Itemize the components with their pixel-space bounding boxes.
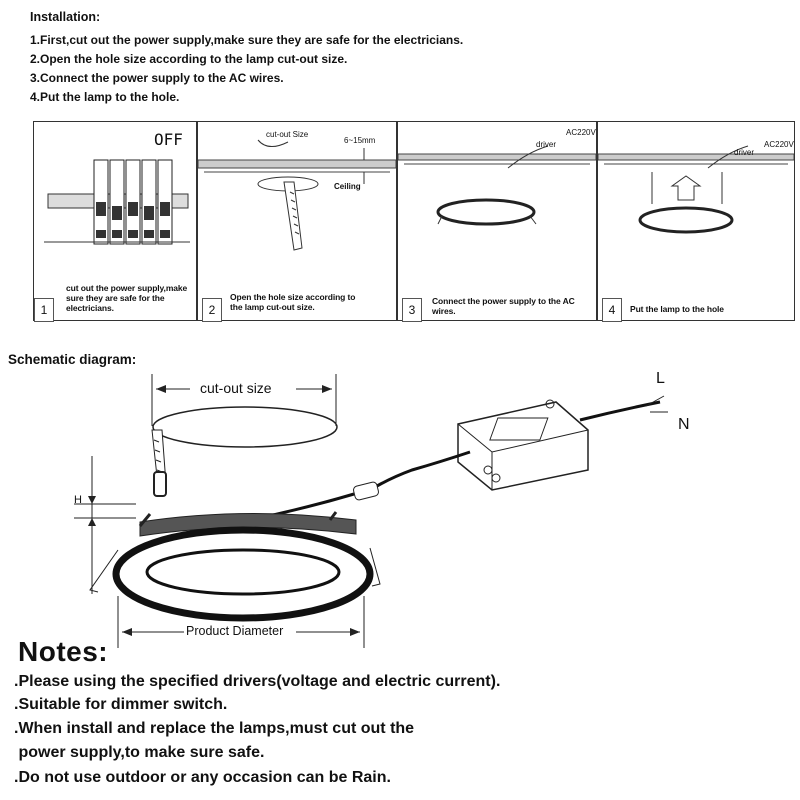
step-caption-3: Connect the power supply to the AC wires… <box>432 296 575 316</box>
cutout-size-label: cut-out Size <box>266 130 309 139</box>
step-number-1: 1 <box>34 298 54 322</box>
off-label: OFF <box>154 130 183 149</box>
wiring-illustration <box>398 145 596 226</box>
step-caption-4: Put the lamp to the hole <box>630 304 724 314</box>
schematic-title: Schematic diagram: <box>8 352 137 367</box>
note-line-4: power supply,to make sure safe. <box>14 744 265 761</box>
step-panel-3: driver AC220V 3 Connect the power supply… <box>397 121 597 322</box>
driver-label-3: driver <box>536 140 557 149</box>
installation-title: Installation: <box>30 10 101 24</box>
note-line-3: .When install and replace the lamps,must… <box>14 720 415 737</box>
step-caption-1: cut out the power supply,make sure they … <box>66 283 188 313</box>
step-number-2: 2 <box>202 298 222 322</box>
note-line-5: .Do not use outdoor or any occasion can … <box>14 769 391 786</box>
neutral-wire-label: N <box>678 416 690 433</box>
step-number-4: 4 <box>602 298 622 322</box>
installation-step-3: 3.Connect the power supply to the AC wir… <box>30 71 284 85</box>
driver-label-4: driver <box>734 148 755 157</box>
step-number-3: 3 <box>402 298 422 322</box>
breaker-illustration <box>44 159 190 245</box>
cutout-size-label: cut-out size <box>200 380 272 396</box>
installation-step-2: 2.Open the hole size according to the la… <box>30 52 348 66</box>
insert-lamp-illustration <box>598 145 794 234</box>
range-label: 6~15mm <box>344 136 376 145</box>
product-diameter-label: Product Diameter <box>186 624 284 638</box>
step-panel-1: OFF 1 cut out the power supply,make sure… <box>33 121 197 322</box>
installation-step-1: 1.First,cut out the power supply,make su… <box>30 33 464 47</box>
ac-label-4: AC220V <box>764 140 794 149</box>
step-panel-4: driver AC220V 4 Put the lamp to the hole <box>597 121 795 322</box>
note-line-2: .Suitable for dimmer switch. <box>14 696 228 713</box>
ac-label-3: AC220V <box>566 128 596 137</box>
step-caption-2: Open the hole size according to the lamp… <box>230 292 356 312</box>
step-panel-2: cut-out Size 6~15mm Ceiling 2 Open the h… <box>197 121 397 322</box>
live-wire-label: L <box>656 370 665 387</box>
height-label: H <box>74 494 82 506</box>
ceiling-label: Ceiling <box>334 182 361 191</box>
notes-title: Notes: <box>18 636 109 667</box>
installation-step-4: 4.Put the lamp to the hole. <box>30 90 180 104</box>
cutout-illustration <box>198 139 396 251</box>
note-line-1: .Please using the specified drivers(volt… <box>14 673 501 690</box>
